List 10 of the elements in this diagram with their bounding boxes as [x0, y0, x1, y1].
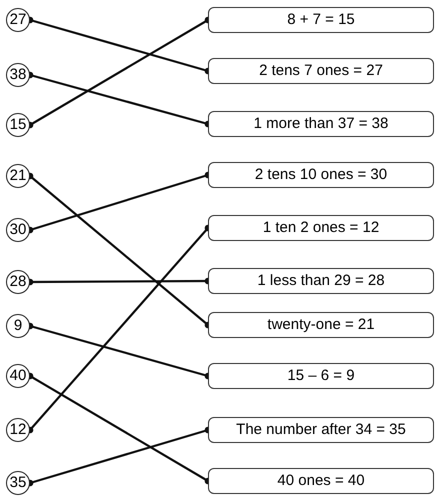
answer-box: 1 ten 2 ones = 12 [208, 215, 434, 241]
answer-box: twenty-one = 21 [208, 312, 434, 338]
answer-box: 15 – 6 = 9 [208, 363, 434, 389]
answer-box: The number after 34 = 35 [208, 417, 434, 443]
answer-box: 8 + 7 = 15 [208, 7, 434, 33]
answer-box: 40 ones = 40 [208, 468, 434, 494]
answer-box: 1 more than 37 = 38 [208, 111, 434, 137]
answer-box: 2 tens 7 ones = 27 [208, 58, 434, 84]
answer-box: 2 tens 10 ones = 30 [208, 162, 434, 188]
answer-box: 1 less than 29 = 28 [208, 268, 434, 294]
